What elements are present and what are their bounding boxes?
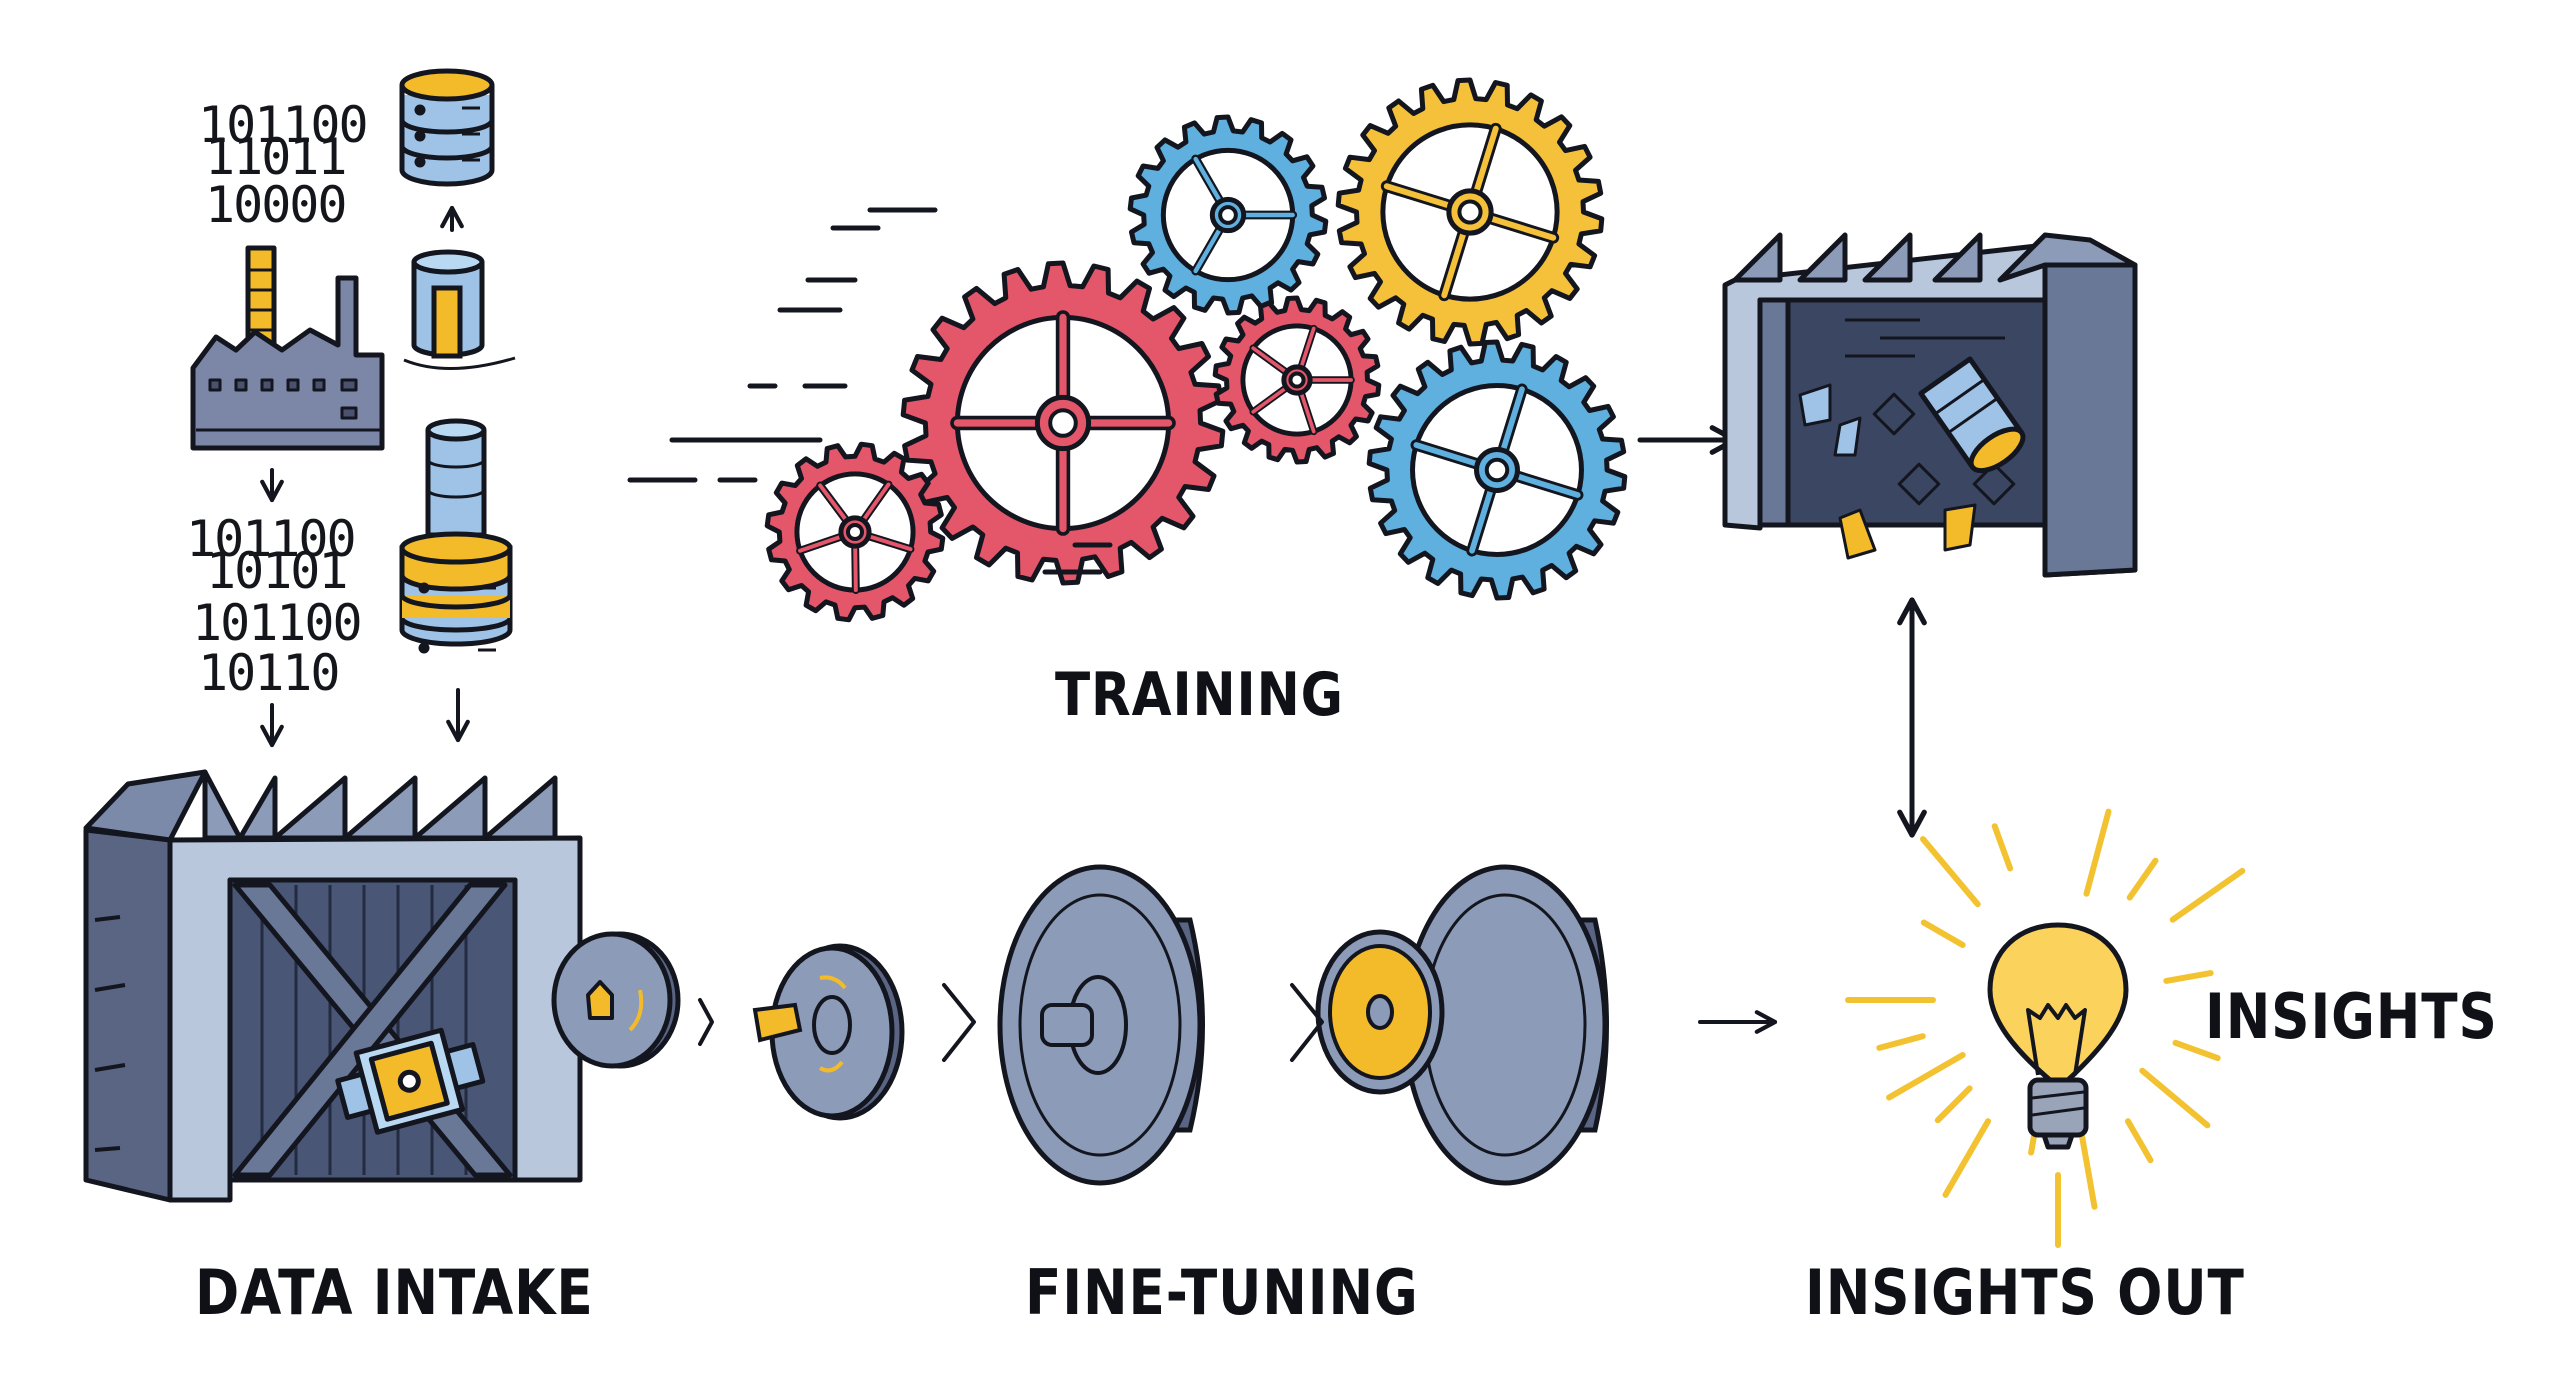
light-ray [2172,1039,2221,1062]
light-ray [2125,1118,2154,1164]
stage-label-data-intake: DATA INTAKE [195,1256,594,1329]
chevron-right-icon [698,998,714,1046]
lightbulb-icon [1987,922,2129,1150]
light-ray [1942,1118,1991,1198]
chevron-right-icon [1290,983,1324,1062]
gear-icon [900,260,1226,586]
stage-label-training: TRAINING [1055,660,1344,730]
light-ray [1934,1085,1973,1124]
processing-bin-icon [1722,232,2138,578]
stage-label-fine-tuning: FINE-TUNING [1025,1256,1419,1329]
cylinder-icon [403,249,516,371]
light-rays [1845,808,2246,1248]
gears-icon [764,77,1628,623]
light-ray [2126,857,2159,901]
binary-data-text: 101100 [186,510,357,568]
database-stack-icon [399,418,513,654]
light-ray [2163,970,2214,984]
light-ray [1920,919,1966,948]
light-ray [2083,808,2112,897]
warehouse-gate-icon [83,769,681,1203]
flywheel-icon [752,864,1609,1186]
gear-icon [1212,295,1382,465]
gear-icon [764,441,946,623]
database-icon [399,68,495,187]
light-ray [1876,1033,1926,1051]
motion-lines [627,207,1113,575]
binary-data-text: 101100 [192,594,363,652]
chevron-right-icon [942,983,976,1062]
binary-data-text: 101100 [198,96,369,154]
gear-icon [1127,114,1329,316]
light-ray [1991,823,2014,872]
light-ray [1886,1052,1966,1101]
light-ray [2076,1120,2098,1210]
light-ray [2169,867,2246,923]
light-ray [1920,836,1981,908]
insights-label: INSIGHTS [2205,980,2498,1053]
stage-label-insights-out: INSIGHTS OUT [1805,1256,2245,1329]
binary-data-text: 10101 [206,542,349,600]
binary-data-text: 10000 [205,176,348,234]
light-ray [2139,1067,2211,1129]
binary-data-text: 10110 [198,644,341,702]
binary-data-text: 11011 [205,128,348,186]
gear-icon [1335,77,1605,347]
factory-icon [190,245,385,451]
gear-icon [1366,339,1628,601]
